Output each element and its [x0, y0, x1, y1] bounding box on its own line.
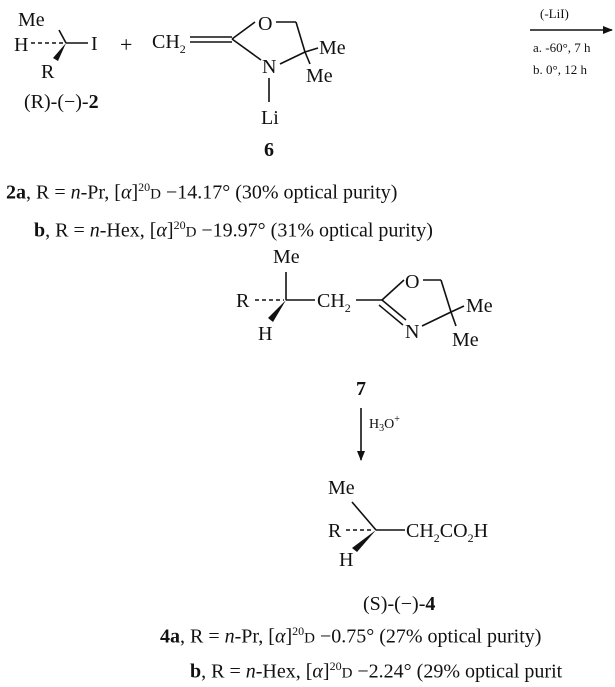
- hydrolysis-step: H3O+: [357, 408, 400, 461]
- product7-h-label: H: [258, 323, 272, 345]
- arrow-condition-a: a. -60°, 7 h: [533, 40, 591, 55]
- reagent6-n-label: N: [262, 56, 276, 78]
- product7-o-label: O: [405, 271, 419, 293]
- product7-wedge-bond: [268, 300, 286, 322]
- product7-gem-me-bond-lower: [450, 311, 457, 327]
- product7-ring-double-bond-a: [381, 299, 407, 321]
- lithio-oxazoline-structure: CH2 O N Me Me Li 6: [152, 13, 346, 161]
- line-4b: b, R = n-Hex, [α]20D −2.24° (29% optical…: [190, 659, 563, 683]
- plus-sign: +: [120, 32, 132, 57]
- iodide-h-label: H: [14, 34, 28, 56]
- line-2a: 2a, R = n-Pr, [α]20D −14.17° (30% optica…: [6, 180, 398, 204]
- iodide-compound-label: (R)-(−)-2: [24, 91, 99, 113]
- ring-bond-n-c: [279, 51, 306, 65]
- reagent6-me-upper-label: Me: [319, 37, 346, 59]
- product7-me-lower-label: Me: [452, 329, 479, 351]
- ring-bond-c-n: [231, 38, 262, 61]
- product7-r-label: R: [236, 290, 250, 312]
- product7-me-upper-label: Me: [466, 295, 493, 317]
- gem-me-bond-lower: [304, 51, 311, 65]
- product4-h-label: H: [339, 549, 353, 571]
- hydrolysis-reagent: H3O+: [369, 414, 400, 434]
- product7-gem-me-bond-upper: [450, 305, 465, 313]
- iodide-me-bond: [58, 29, 67, 44]
- gem-me-bond-upper: [304, 47, 319, 53]
- ring-bond-ch2-c: [295, 21, 306, 53]
- alkylated-oxazoline-structure: Me R H CH2 O N Me Me 7: [236, 246, 493, 400]
- product7-n-label: N: [405, 321, 419, 343]
- product7-me-label: Me: [273, 246, 300, 268]
- iodide-me-label: Me: [18, 9, 45, 31]
- arrow-above-condition: (-LiI): [540, 6, 569, 21]
- product7-ch2-label: CH2: [317, 290, 351, 315]
- iodide-r-label: R: [41, 61, 55, 83]
- reagent6-compound-number: 6: [264, 139, 274, 161]
- reagent6-li-label: Li: [261, 107, 279, 129]
- product7-ring-bond-c-o: [381, 279, 405, 301]
- product4-acid-label: CH2CO2H: [406, 520, 488, 545]
- product4-compound-label: (S)-(−)-4: [363, 593, 435, 615]
- product4-me-bond: [351, 501, 377, 531]
- reaction-arrow-group: (-LiI) a. -60°, 7 h b. 0°, 12 h: [530, 6, 613, 77]
- product4-wedge-bond: [352, 530, 376, 552]
- alkyl-iodide-structure: Me H I R (R)-(−)-2: [14, 9, 99, 113]
- reagent6-o-label: O: [258, 13, 272, 35]
- iodide-i-label: I: [91, 33, 98, 55]
- iodide-wedge-bond: [53, 43, 66, 61]
- product7-ring-bond-ch2-c: [440, 279, 452, 313]
- line-4a: 4a, R = n-Pr, [α]20D −0.75° (27% optical…: [160, 624, 542, 648]
- reagent6-ch2-label: CH2: [152, 31, 186, 56]
- product7-ring-bond-n-c: [421, 311, 452, 327]
- line-2b: b, R = n-Hex, [α]20D −19.97° (31% optica…: [34, 218, 433, 242]
- reagent6-me-lower-label: Me: [306, 65, 333, 87]
- product4-r-label: R: [328, 520, 342, 542]
- product4-me-label: Me: [328, 477, 355, 499]
- carboxylic-acid-structure: Me R H CH2CO2H (S)-(−)-4: [328, 477, 488, 615]
- product7-ring-double-bond-b: [378, 304, 404, 326]
- ring-bond-c-o: [231, 21, 256, 40]
- arrow-condition-b: b. 0°, 12 h: [533, 62, 587, 77]
- product7-compound-number: 7: [356, 378, 366, 400]
